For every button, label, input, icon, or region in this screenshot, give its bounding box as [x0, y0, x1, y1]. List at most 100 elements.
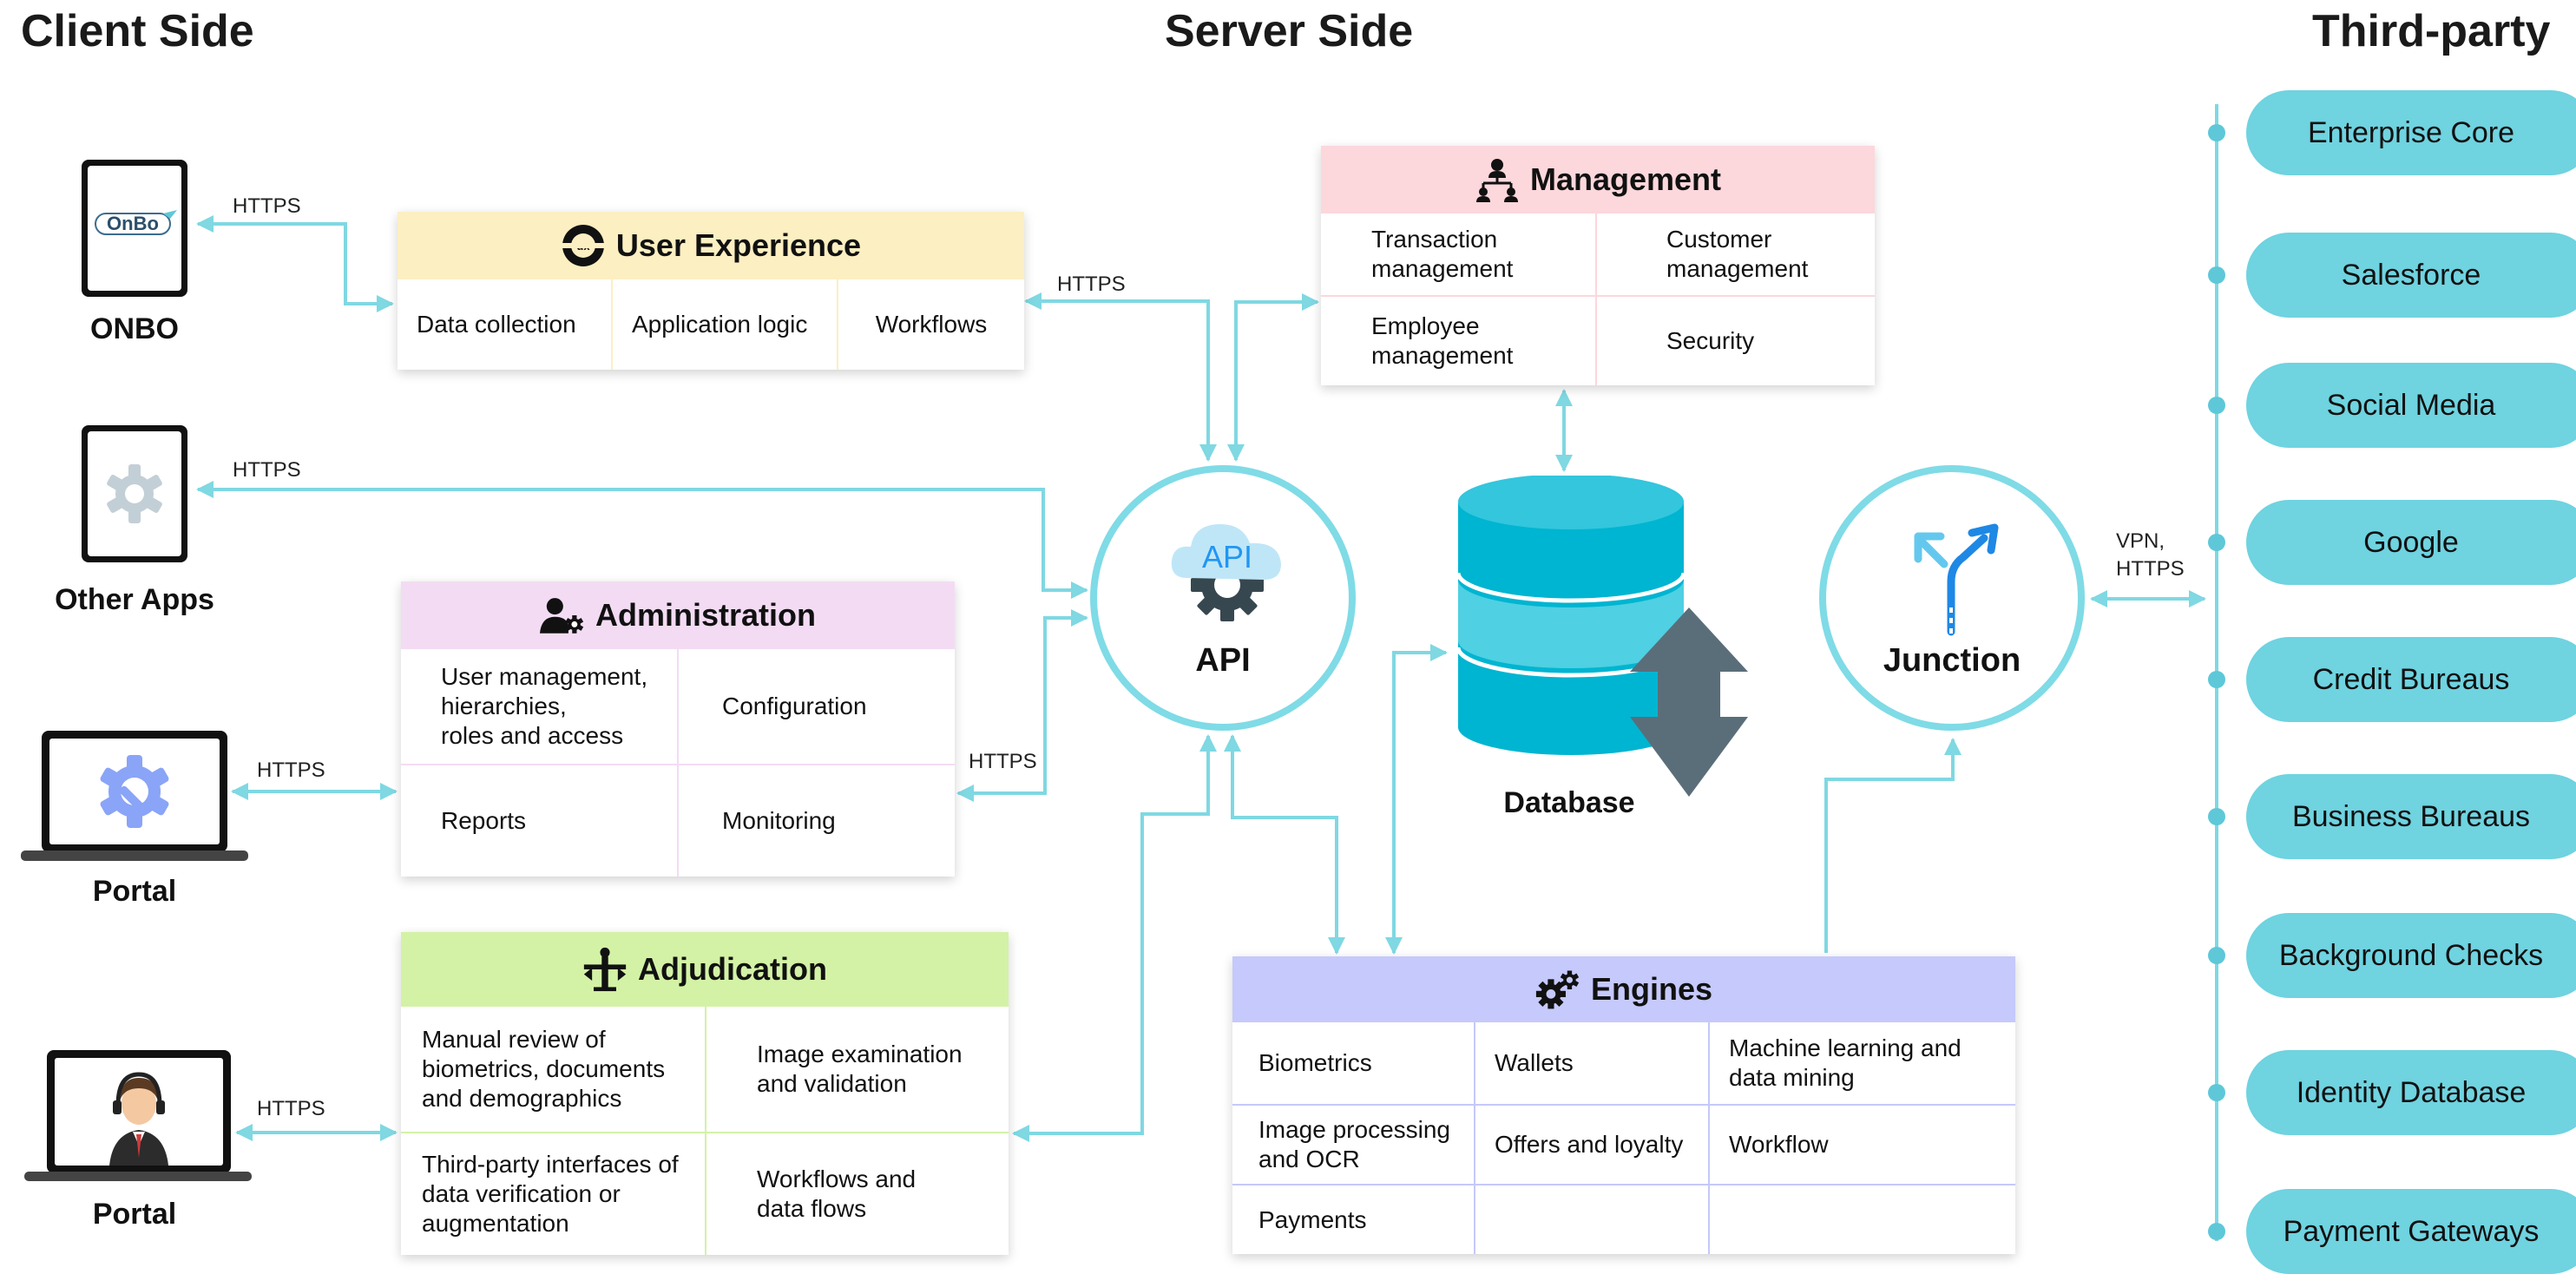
management-item: Employee management — [1321, 297, 1597, 385]
third-party-item: Enterprise Core — [2246, 90, 2576, 175]
adjudication-title: Adjudication — [638, 951, 827, 987]
admin-item: User management, hierarchies, roles and … — [401, 649, 679, 765]
third-party-heading: Third-party — [2312, 6, 2551, 56]
third-party-connector-dot — [2208, 124, 2225, 141]
api-label: API — [1195, 642, 1251, 679]
engines-item — [1475, 1185, 1710, 1254]
engines-item: Machine learning and data mining — [1710, 1022, 2015, 1106]
database-label: Database — [1503, 786, 1635, 819]
engines-item — [1710, 1185, 2015, 1254]
client-onbo-label: ONBO — [90, 312, 179, 345]
third-party-item: Background Checks — [2246, 913, 2576, 998]
administration-title: Administration — [595, 597, 816, 633]
adjudication-card: Adjudication Manual review of biometrics… — [401, 932, 1009, 1255]
wire-ux-api — [1024, 292, 1217, 462]
third-party-item: Credit Bureaus — [2246, 637, 2576, 722]
management-title: Management — [1529, 161, 1722, 197]
https-label-other-apps: HTTPS — [233, 458, 301, 482]
third-party-item: Salesforce — [2246, 233, 2576, 318]
https-label-admin-api: HTTPS — [969, 750, 1037, 773]
administration-card: Administration User management, hierarch… — [401, 581, 955, 877]
third-party-item: Payment Gateways — [2246, 1189, 2576, 1274]
engines-item: Biometrics — [1232, 1022, 1475, 1106]
fork-arrows-icon — [1909, 521, 2007, 639]
admin-users-icon — [539, 593, 585, 638]
adjudication-item: Third-party interfaces of data verificat… — [401, 1133, 706, 1255]
vpn-label-line1: VPN, — [2116, 529, 2165, 553]
third-party-item: Business Bureaus — [2246, 774, 2576, 859]
user-experience-header: ux User Experience — [398, 212, 1024, 279]
user-experience-card: ux User Experience Data collection Appli… — [398, 212, 1024, 370]
management-header: Management — [1321, 146, 1875, 213]
gears-icon — [1535, 967, 1580, 1012]
https-label-ux-api: HTTPS — [1057, 273, 1126, 296]
wire-admin-api — [956, 609, 1088, 802]
engines-item: Payments — [1232, 1185, 1475, 1254]
wire-engines-junction — [1824, 738, 1962, 953]
management-item: Transaction management — [1321, 213, 1597, 297]
management-org-icon — [1475, 157, 1520, 202]
junction-label: Junction — [1883, 642, 2021, 679]
client-other-apps-label: Other Apps — [55, 583, 214, 616]
engines-title: Engines — [1590, 971, 1713, 1007]
https-label-portal: HTTPS — [257, 758, 325, 782]
ux-item: Data collection — [398, 279, 613, 370]
https-label-portal-2: HTTPS — [257, 1097, 325, 1120]
ux-item: Application logic — [613, 279, 838, 370]
wire-management-api — [1227, 293, 1319, 462]
third-party-connector-dot — [2208, 397, 2225, 414]
junction-node: Junction — [1819, 465, 2085, 731]
adjudication-item: Workflows and data flows — [757, 1166, 917, 1222]
third-party-connector-dot — [2208, 1084, 2225, 1101]
engines-item: Offers and loyalty — [1475, 1106, 1710, 1185]
engines-card: Engines Biometrics Wallets Machine learn… — [1232, 956, 2015, 1254]
tablet-gear-icon — [80, 424, 189, 564]
third-party-connector-dot — [2208, 947, 2225, 964]
vpn-label-line2: HTTPS — [2116, 557, 2185, 581]
administration-header: Administration — [401, 581, 955, 649]
third-party-item: Social Media — [2246, 363, 2576, 448]
wire-adjudication-api — [1012, 734, 1217, 1142]
onbo-tablet-icon: OnBo — [80, 158, 189, 299]
onbo-logo-text: OnBo — [107, 213, 159, 234]
third-party-connector-dot — [2208, 534, 2225, 551]
management-card: Management Transaction management Custom… — [1321, 146, 1875, 385]
engines-item: Image processing and OCR — [1232, 1106, 1475, 1185]
ux-item: Workflows — [875, 311, 988, 338]
engines-item: Wallets — [1475, 1022, 1710, 1106]
https-label-onbo: HTTPS — [233, 194, 301, 218]
wire-api-engines — [1224, 734, 1345, 955]
third-party-connector-dot — [2208, 671, 2225, 688]
client-portal-label: Portal — [92, 875, 177, 908]
wire-otherapps-api — [196, 481, 1088, 599]
adjudication-icon — [582, 947, 628, 992]
laptop-agent-icon — [23, 1048, 253, 1184]
admin-item: Monitoring — [722, 807, 836, 834]
adjudication-header: Adjudication — [401, 932, 1009, 1007]
engines-header: Engines — [1232, 956, 2015, 1022]
database-sync-icon — [1456, 474, 1753, 797]
third-party-connector-dot — [2208, 266, 2225, 284]
third-party-connector-dot — [2208, 1223, 2225, 1240]
third-party-item: Identity Database — [2246, 1050, 2576, 1135]
ux-icon: ux — [560, 223, 606, 268]
api-icon-text: API — [1202, 539, 1252, 575]
third-party-connector-dot — [2208, 808, 2225, 825]
wire-database-engines — [1385, 644, 1448, 955]
client-side-heading: Client Side — [21, 6, 254, 56]
adjudication-item: Manual review of biometrics, documents a… — [401, 1007, 706, 1133]
management-item: Customer management — [1597, 213, 1875, 297]
admin-item: Configuration — [679, 649, 955, 765]
management-item: Security — [1666, 327, 1755, 354]
client-portal-2-label: Portal — [92, 1198, 177, 1231]
adjudication-item: Image examination and validation — [706, 1007, 1009, 1133]
api-node: API API — [1090, 465, 1356, 731]
admin-item: Reports — [401, 765, 679, 877]
third-party-item: Google — [2246, 500, 2576, 585]
wire-onbo-ux — [196, 215, 394, 312]
server-side-heading: Server Side — [1165, 6, 1414, 56]
engines-item: Workflow — [1710, 1106, 2015, 1185]
laptop-wrench-icon — [19, 729, 250, 864]
user-experience-title: User Experience — [615, 227, 862, 263]
